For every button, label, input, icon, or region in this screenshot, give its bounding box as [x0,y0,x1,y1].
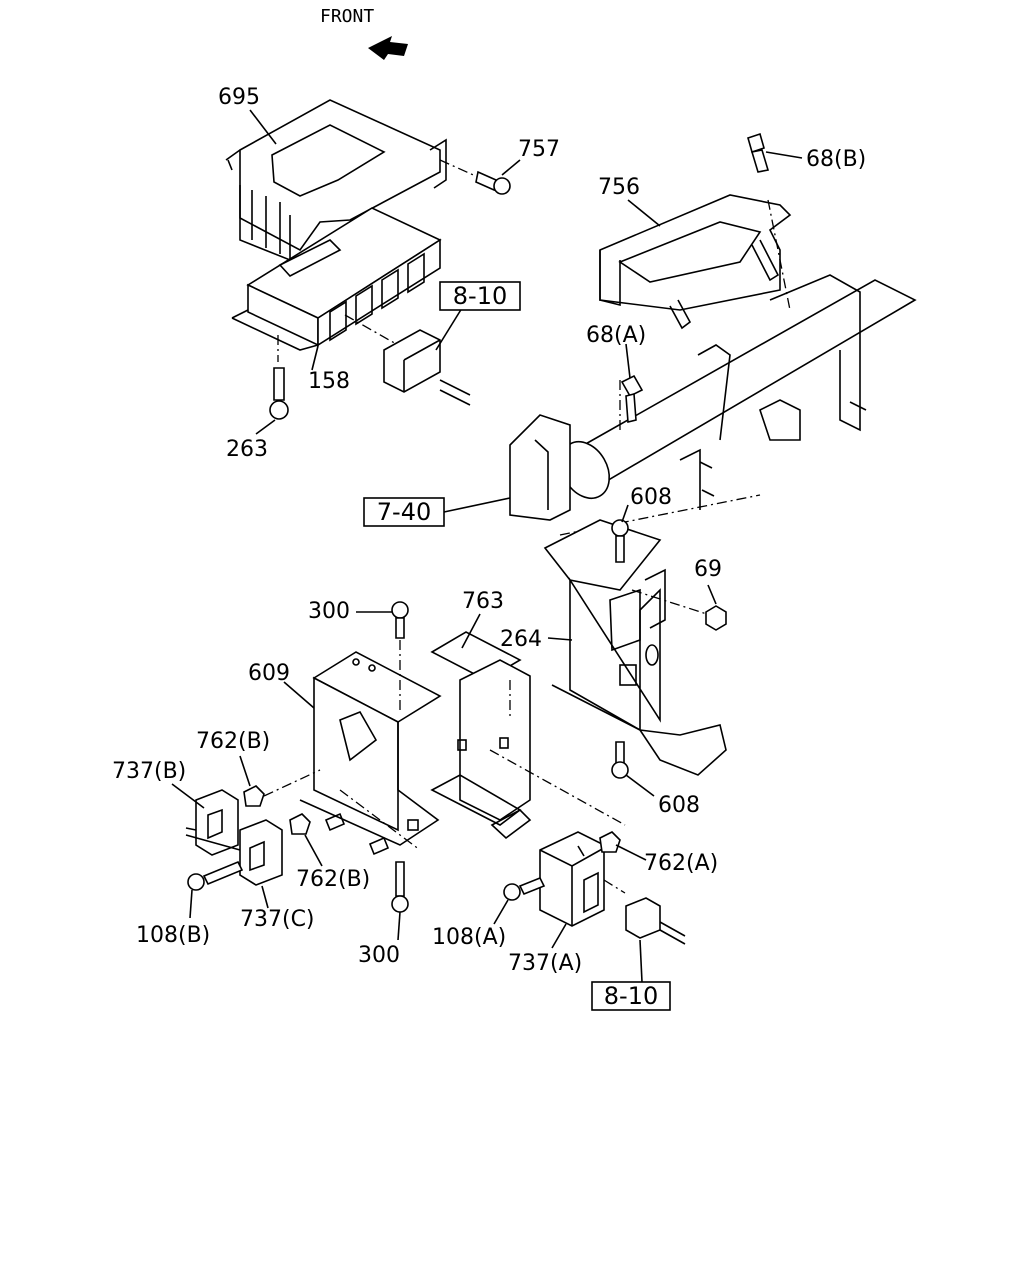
bracket-695-drawing [225,99,447,262]
ref-8-10-top[interactable]: 8-10 [439,281,521,311]
cross-tube-drawing [509,274,917,536]
bolt-68b-drawing [747,132,770,173]
bolt-608-bottom-drawing [611,741,629,779]
bolt-757-drawing [439,159,511,195]
label-69: 69 [694,557,722,582]
label-158: 158 [308,369,350,394]
label-737a: 737(A) [508,951,582,976]
ref-7-40[interactable]: 7-40 [363,497,445,527]
label-608-top: 608 [630,485,672,510]
front-arrow-icon [368,36,408,60]
clip-762b-bottom-drawing [289,812,390,856]
label-762a: 762(A) [644,851,718,876]
ref-8-10-top-text: 8-10 [453,282,507,310]
label-264: 264 [500,627,542,652]
label-108b: 108(B) [136,923,210,948]
clip-762b-top-drawing [243,769,321,807]
front-label: FRONT [320,6,374,27]
bolt-608-top-drawing [611,519,629,563]
bolt-263-drawing [269,335,289,420]
label-695: 695 [218,85,260,110]
ref-8-10-bottom-text: 8-10 [604,982,658,1010]
label-300-top: 300 [308,599,350,624]
label-763: 763 [462,589,504,614]
bracket-264-drawing [543,519,727,776]
leader-lines [171,109,803,983]
connector-bottom-drawing [625,897,686,945]
sensor-737b-drawing [185,789,241,856]
bolt-300-bottom-drawing [391,861,409,913]
label-300-bottom: 300 [358,943,400,968]
label-608-bottom: 608 [658,793,700,818]
label-762b-top: 762(B) [196,729,270,754]
clip-762a-drawing [577,831,621,857]
label-108a: 108(A) [432,925,506,950]
label-762b-bottom: 762(B) [296,867,370,892]
control-unit-158-drawing [231,207,442,351]
nut-69-drawing [705,605,727,631]
bolt-108b-drawing [187,860,244,891]
bolt-300-top-drawing [391,601,409,639]
ref-8-10-bottom[interactable]: 8-10 [591,981,671,1011]
ref-7-40-text: 7-40 [377,498,431,526]
sensor-737a-drawing [539,831,626,927]
label-263: 263 [226,437,268,462]
label-757: 757 [518,137,560,162]
bracket-609-drawing [299,640,442,851]
label-609: 609 [248,661,290,686]
label-737b: 737(B) [112,759,186,784]
label-737c: 737(C) [240,907,315,932]
sensor-737c-drawing [239,819,283,886]
bracket-763-drawing [430,631,626,840]
label-68a: 68(A) [586,323,646,348]
label-756: 756 [598,175,640,200]
connector-top-drawing [344,314,471,406]
label-68b: 68(B) [806,147,866,172]
bolt-108a-drawing [503,876,546,901]
bracket-756-drawing [599,194,792,330]
